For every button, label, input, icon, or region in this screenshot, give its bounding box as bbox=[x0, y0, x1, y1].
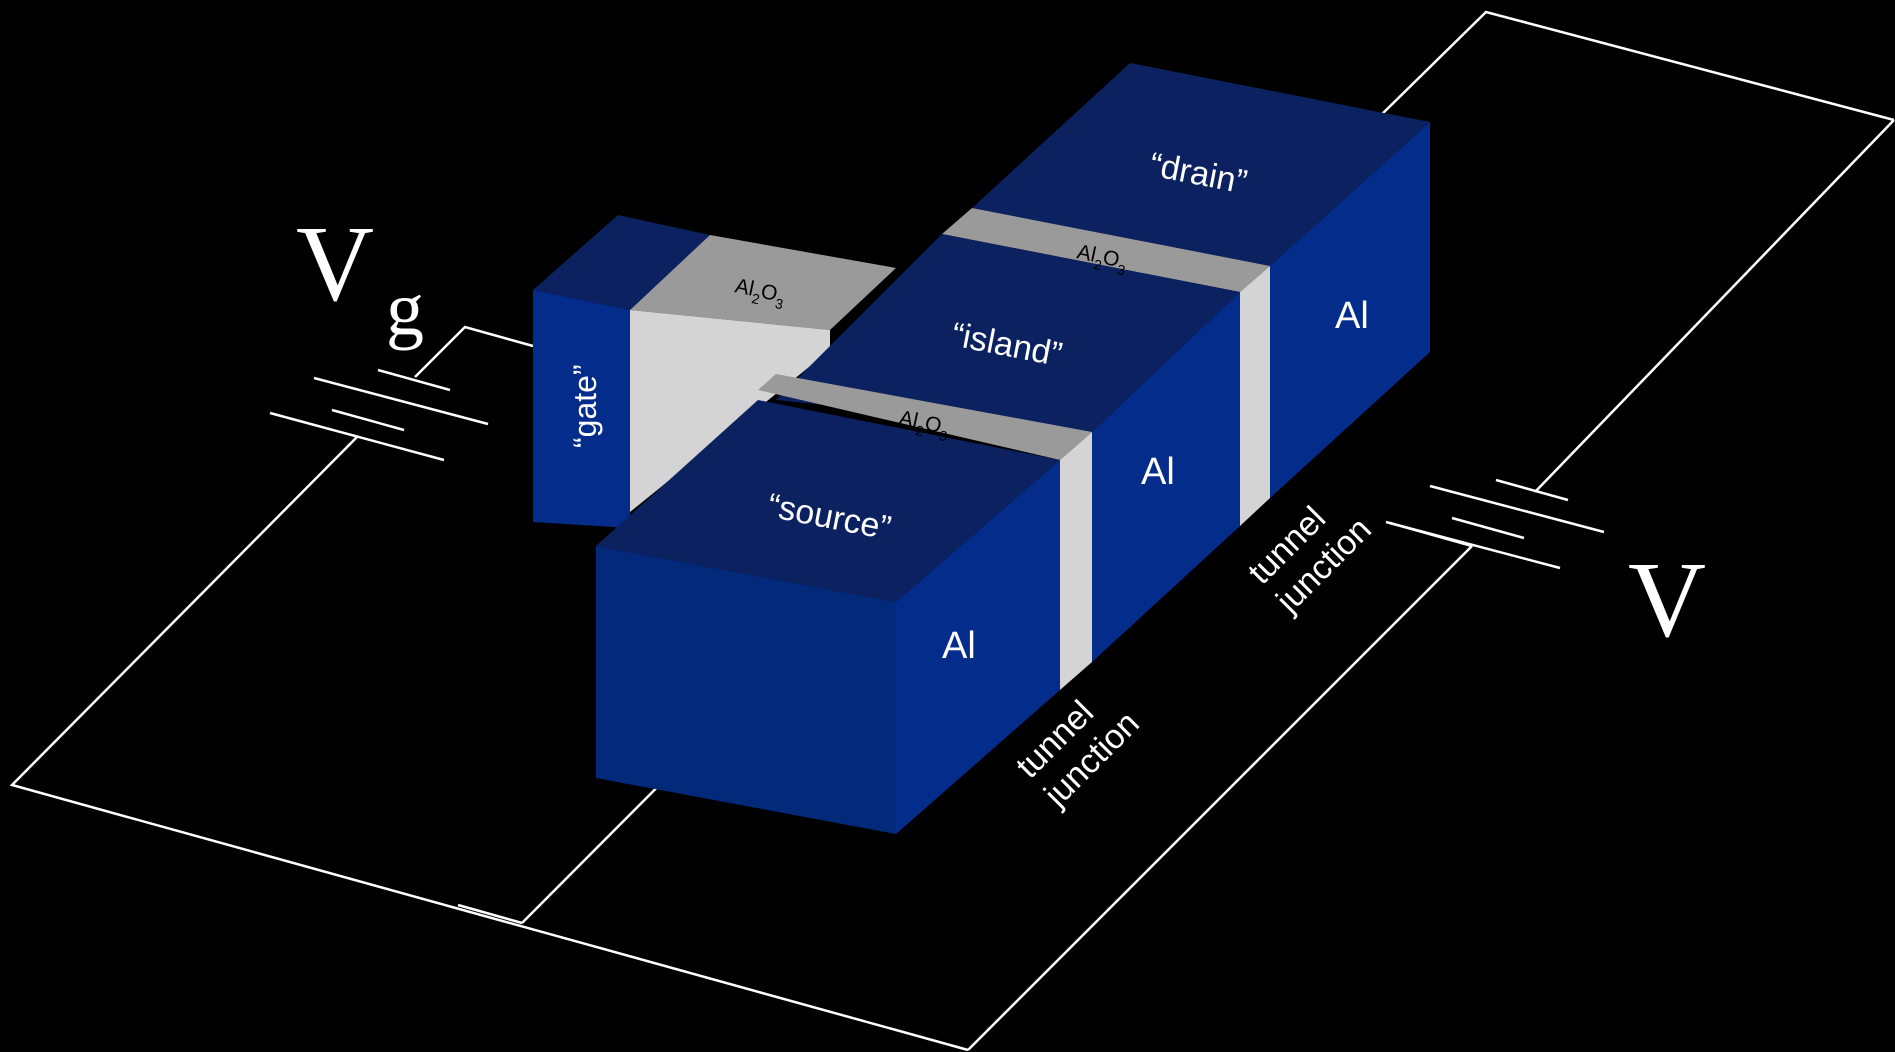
gate-oxide-top-face bbox=[630, 235, 896, 330]
al-drain-label: Al bbox=[1335, 295, 1369, 337]
drain-wire bbox=[1375, 10, 1895, 122]
right-loop-wire bbox=[967, 545, 1473, 1051]
drain-battery-symbol bbox=[1385, 478, 1605, 570]
drain-electrode bbox=[942, 63, 1430, 526]
drain-battery-plate bbox=[1429, 484, 1605, 534]
source-ground-wire bbox=[457, 903, 523, 925]
source-electrode bbox=[596, 400, 1060, 834]
drain-battery-plate bbox=[1385, 520, 1561, 570]
gate-voltage-label: V bbox=[296, 205, 374, 324]
drain-oxide-side-face bbox=[1240, 266, 1270, 526]
al-source-label: Al bbox=[942, 625, 976, 667]
drain-battery-wire bbox=[1534, 119, 1895, 493]
source-top-face bbox=[596, 400, 1060, 602]
gate-battery-plate bbox=[331, 408, 405, 432]
drain-battery-plate bbox=[1495, 478, 1569, 502]
island-top-face bbox=[776, 234, 1240, 432]
gate-battery-plate bbox=[269, 411, 445, 462]
drain-battery-plate bbox=[1451, 516, 1525, 540]
drain-top-face bbox=[972, 63, 1430, 266]
gate-battery-symbol bbox=[269, 368, 489, 462]
gate-wire bbox=[414, 325, 534, 378]
gate-top-face bbox=[533, 215, 710, 310]
drain-side-face bbox=[1270, 122, 1430, 498]
gate-front-face bbox=[533, 290, 630, 528]
gate-battery-plate bbox=[313, 376, 489, 426]
island-side-face bbox=[1092, 292, 1240, 662]
gate-battery-plate bbox=[377, 368, 451, 392]
oxide-label-island: Al2O3 bbox=[896, 406, 952, 444]
source-front-face bbox=[596, 546, 896, 834]
oxide-label-gate: Al2O3 bbox=[732, 274, 788, 312]
bias-voltage-label: V bbox=[1628, 541, 1706, 660]
source-side-face bbox=[896, 460, 1060, 834]
gate-voltage-subscript: g bbox=[386, 267, 424, 351]
island-oxide-side-face bbox=[1060, 432, 1092, 690]
gate-oxide-front-face bbox=[630, 310, 830, 512]
oxide-label-drain: Al2O3 bbox=[1074, 240, 1130, 278]
gate-label: “gate” bbox=[567, 364, 603, 448]
island-electrode bbox=[758, 234, 1240, 690]
island-oxide-top-face bbox=[758, 374, 1092, 460]
outer-loop-wire bbox=[9, 435, 969, 1052]
gate-electrode bbox=[533, 215, 896, 528]
drain-oxide-top-face bbox=[942, 208, 1270, 292]
al-island-label: Al bbox=[1141, 451, 1175, 493]
